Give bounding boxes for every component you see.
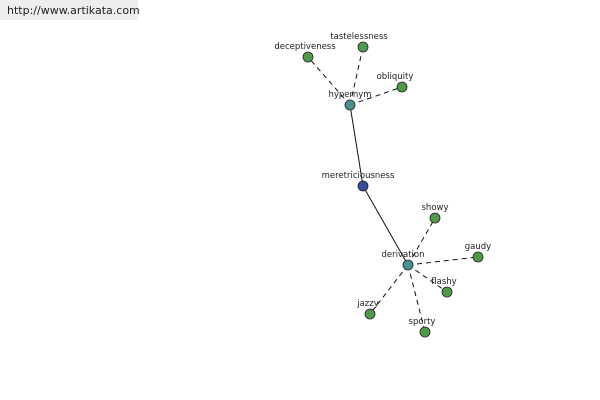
node-circle-tastelessness[interactable]	[357, 41, 369, 53]
node-label-hypernym: hypernym	[328, 90, 371, 100]
edge-derivation-jazzy	[369, 264, 409, 315]
node-meretriciousness[interactable]: meretriciousness	[322, 171, 395, 192]
node-label-meretriciousness: meretriciousness	[322, 171, 395, 181]
node-flashy[interactable]: flashy	[431, 277, 457, 298]
node-circle-deceptiveness[interactable]	[302, 51, 314, 63]
node-circle-derivation[interactable]	[402, 259, 414, 271]
node-obliquity[interactable]: obliquity	[377, 72, 414, 93]
node-label-sporty: sporty	[409, 317, 436, 327]
edge-meretriciousness-hypernym	[349, 104, 364, 187]
node-label-deceptiveness: deceptiveness	[274, 42, 336, 52]
edge-derivation-showy	[407, 217, 436, 266]
edge-meretriciousness-derivation	[362, 185, 409, 266]
node-circle-sporty[interactable]	[419, 326, 431, 338]
node-circle-showy[interactable]	[429, 212, 441, 224]
node-circle-gaudy[interactable]	[472, 251, 484, 263]
node-derivation[interactable]: derivation	[381, 250, 425, 271]
node-circle-flashy[interactable]	[441, 286, 453, 298]
node-circle-hypernym[interactable]	[344, 99, 356, 111]
node-circle-obliquity[interactable]	[396, 81, 408, 93]
node-label-derivation: derivation	[381, 250, 424, 260]
node-label-flashy: flashy	[431, 277, 456, 287]
node-label-jazzy: jazzy	[356, 299, 379, 309]
node-label-tastelessness: tastelessness	[330, 32, 388, 42]
node-sporty[interactable]: sporty	[409, 317, 436, 338]
node-tastelessness[interactable]: tastelessness	[330, 32, 388, 53]
node-gaudy[interactable]: gaudy	[465, 242, 491, 263]
node-showy[interactable]: showy	[422, 203, 449, 224]
graph-edges	[307, 46, 479, 333]
node-hypernym[interactable]: hypernym	[328, 90, 372, 111]
node-circle-meretriciousness[interactable]	[357, 180, 369, 192]
node-jazzy[interactable]: jazzy	[356, 299, 379, 320]
node-deceptiveness[interactable]: deceptiveness	[274, 42, 336, 63]
graph-nodes: meretriciousness hypernym derivation decept…	[274, 32, 491, 338]
node-label-obliquity: obliquity	[377, 72, 414, 82]
edge-derivation-gaudy	[407, 256, 479, 266]
edge-derivation-sporty	[407, 264, 426, 333]
edge-derivation-flashy	[407, 264, 448, 293]
edge-hypernym-tastelessness	[349, 46, 364, 106]
node-label-gaudy: gaudy	[465, 242, 491, 252]
source-url-bar: http://www.artikata.com	[0, 0, 140, 20]
source-url[interactable]: http://www.artikata.com	[7, 4, 140, 17]
edge-hypernym-deceptiveness	[307, 56, 351, 106]
edge-hypernym-obliquity	[349, 86, 403, 106]
node-label-showy: showy	[422, 203, 449, 213]
node-circle-jazzy[interactable]	[364, 308, 376, 320]
